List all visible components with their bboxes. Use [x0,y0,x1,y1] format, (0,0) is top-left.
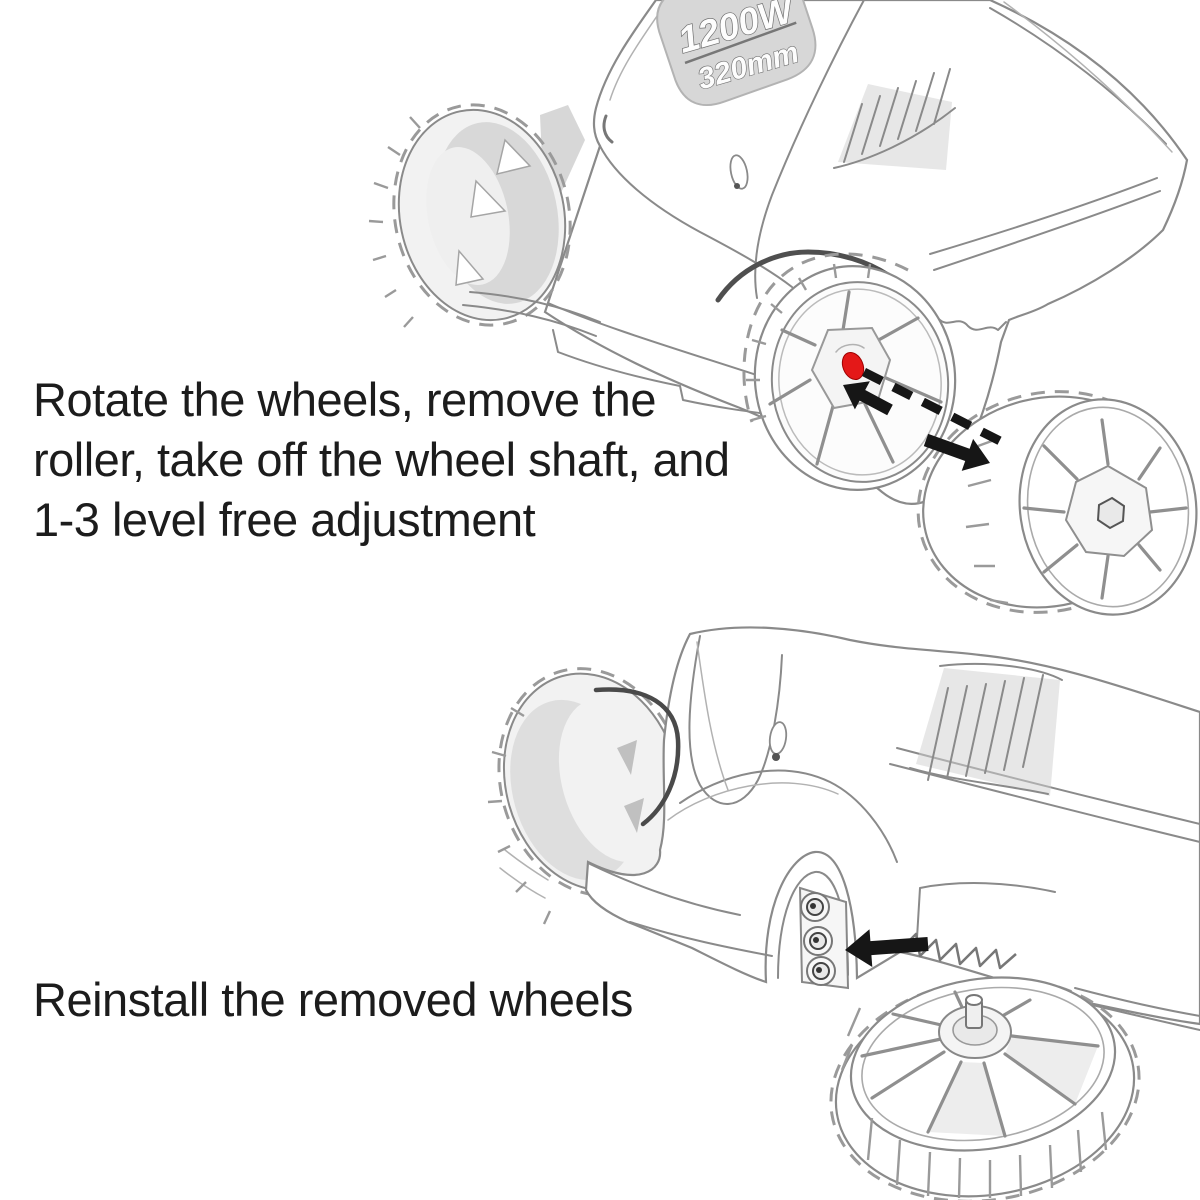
rear-wheel [742,252,957,491]
vent-grille-top [833,68,956,170]
mower-body-bottom [584,626,1200,1026]
adjustment-hole-3 [806,956,836,986]
deck-skirt-lines [462,291,601,337]
rear-wheel-hub-detail [835,343,865,353]
removed-wheel-top [916,390,1198,616]
removed-wheel-tread-texture [965,436,1009,605]
front-wheel-face [426,147,510,285]
removed-wheel-axle-hole [1096,496,1126,530]
step2-instruction-text: Reinstall the removed wheels [33,973,633,1026]
hood-vent-hole [729,154,749,190]
arrow-down-right-icon [923,433,990,471]
axle-pin [965,994,983,1029]
vent-fins-bottom [909,662,1063,795]
rear-fender-lip [715,249,891,303]
rear-wheel-tread-ticks [746,263,872,422]
front-wheel-bottom-face [558,697,670,863]
vent-fins [833,68,956,169]
rear-wheel-rim-inner [778,288,942,476]
deck-notch-comb [899,932,1017,970]
adjustment-hole-1 [800,892,830,922]
removed-wheel-bottom [829,976,1141,1200]
spec-badge-plate [656,0,817,106]
removal-path-dashed-line [861,367,1003,446]
front-fender-edge [593,687,681,827]
mower-body-bottom-soft-lines [667,641,839,821]
hub-highlight-red-dot [841,351,865,381]
arrow-left-icon [845,929,929,967]
front-wheel-top [368,103,572,328]
vent-grille-bottom [909,662,1063,796]
front-wheel-bottom-ticks [487,706,552,925]
front-wheel-bottom-cutouts [617,740,644,833]
bottom-illustration [487,626,1200,1200]
rear-wheel-tread-bumps [742,252,909,423]
front-wheel-tread-bumps [392,103,572,327]
removed-wheel-bottom-spokes [860,990,1100,1138]
hood-edge-notch [602,114,614,144]
top-illustration: 1200W 320mm [368,0,1198,616]
wheel-arch [777,870,850,990]
removed-wheel-spokes [1022,418,1188,600]
removed-wheel-bottom-tread-lines [840,1007,1108,1199]
spec-badge: 1200W 320mm [656,0,817,106]
removed-wheel-bottom-rim-inner [861,986,1105,1142]
front-wheel-spoke-cutouts [455,138,532,286]
hood-vent-hole-bottom [768,721,788,761]
arrow-up-left-icon [843,381,893,416]
adjustment-hole-2 [803,926,833,956]
badge-divider [684,21,797,65]
removed-wheel-bottom-wedges [928,1036,1098,1136]
rear-wheel-spokes [768,290,943,466]
removed-wheel-rim-inner [1026,406,1190,608]
front-wheel-tread-ticks [368,116,421,328]
step1-instruction-text: Rotate the wheels, remove the roller, ta… [33,373,730,546]
front-wheel-bottom [487,667,687,925]
